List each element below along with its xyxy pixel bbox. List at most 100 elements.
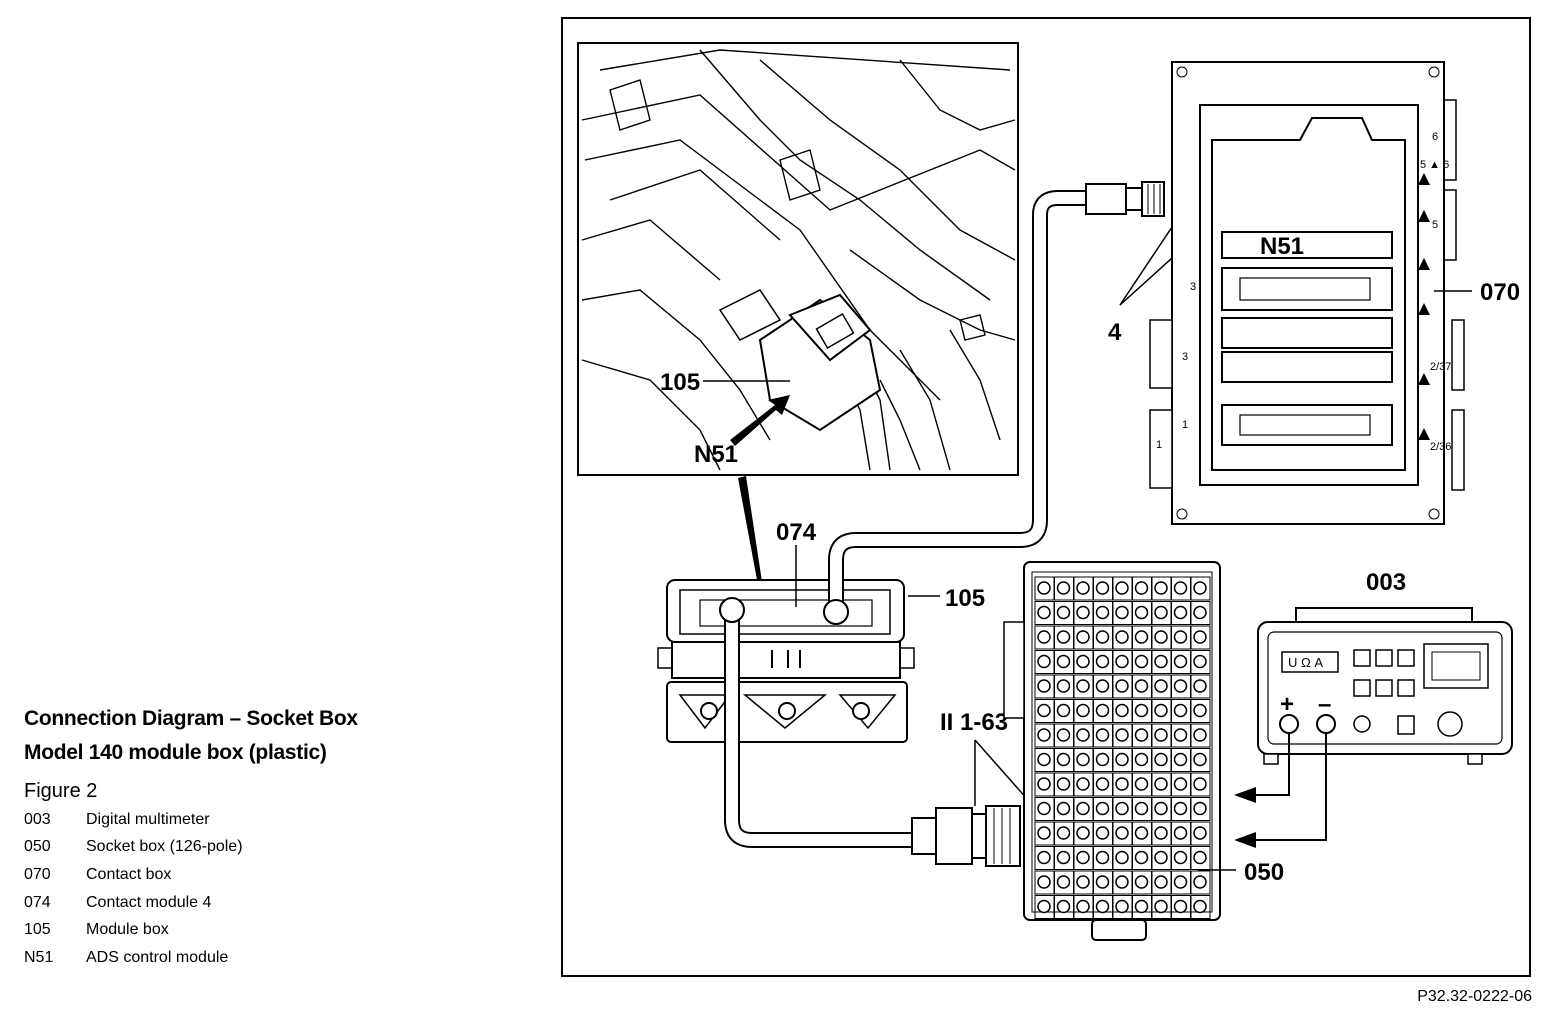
socket — [1095, 630, 1110, 644]
socket — [1076, 630, 1090, 644]
socket — [1154, 703, 1168, 718]
diagram-frame — [561, 17, 1531, 977]
socket-cell — [1190, 601, 1211, 625]
socket — [1076, 850, 1090, 865]
socket — [1095, 875, 1110, 889]
socket — [1037, 703, 1051, 718]
socket — [1173, 875, 1188, 889]
socket — [1076, 777, 1090, 791]
socket — [1076, 581, 1090, 595]
module-box-105: 074 105 — [657, 519, 985, 743]
socket — [1056, 850, 1071, 865]
digital-multimeter-003: U Ω A + – 003 — [1257, 569, 1513, 765]
side-label-right: 2/36 — [1430, 441, 1451, 453]
socket — [1193, 605, 1207, 620]
socket-grid — [1034, 576, 1211, 919]
socket-cell — [1190, 870, 1211, 895]
socket — [1134, 875, 1149, 889]
socket — [1154, 630, 1168, 644]
socket — [1154, 581, 1168, 595]
socket — [1134, 703, 1149, 718]
callout-range: II 1-63 — [940, 709, 1008, 736]
socket — [1115, 679, 1129, 693]
socket — [1037, 777, 1051, 791]
callout-050: 050 — [1244, 859, 1284, 886]
socket — [1115, 581, 1129, 595]
connector-plug-050 — [911, 805, 1021, 867]
socket — [1154, 875, 1168, 889]
socket — [1173, 899, 1188, 914]
side-label-right: 6 — [1432, 131, 1438, 143]
socket — [1173, 703, 1188, 718]
socket — [1037, 752, 1051, 767]
socket — [1173, 826, 1188, 840]
legend-title-line-1: Connection Diagram – Socket Box — [24, 707, 358, 730]
callout-105-inset: 105 — [660, 369, 700, 396]
socket — [1095, 899, 1110, 914]
socket — [1056, 875, 1071, 889]
legend-code: 050 — [24, 838, 51, 856]
socket — [1076, 728, 1090, 742]
test-lead-plus — [1254, 733, 1290, 796]
socket-cell — [1190, 772, 1211, 797]
socket — [1115, 850, 1129, 865]
inset-arrow-icon — [730, 395, 790, 446]
socket — [1076, 826, 1090, 840]
socket — [1056, 728, 1071, 742]
drawing-reference: P32.32-0222-06 — [1417, 988, 1532, 1005]
callout-003: 003 — [1366, 569, 1406, 596]
legend-text: Contact box — [86, 865, 172, 883]
socket-cell — [1190, 576, 1211, 601]
socket-cell — [1190, 625, 1211, 650]
legend-text: Socket box (126-pole) — [86, 838, 243, 856]
socket — [1173, 654, 1188, 669]
socket — [1173, 581, 1188, 595]
socket — [1056, 630, 1071, 644]
socket — [1076, 899, 1090, 914]
socket — [1056, 703, 1071, 718]
socket — [1095, 826, 1110, 840]
socket — [1095, 777, 1110, 791]
contact-box-070: N51 070 3 3 1 1 6 5 ▲ 6 5 2/37 2/36 — [1149, 61, 1520, 525]
socket — [1154, 679, 1168, 693]
socket — [1154, 728, 1168, 742]
socket — [1095, 679, 1110, 693]
socket — [1154, 752, 1168, 767]
socket-cell — [1190, 797, 1211, 821]
arrow-minus-icon — [1234, 832, 1256, 848]
socket — [1154, 801, 1168, 816]
socket — [1173, 679, 1188, 693]
socket — [1076, 703, 1090, 718]
socket — [1056, 801, 1071, 816]
socket — [1056, 679, 1071, 693]
socket — [1037, 875, 1051, 889]
socket — [1037, 899, 1051, 914]
socket — [1037, 605, 1051, 620]
minus-label: – — [1318, 691, 1331, 718]
connector-plug-070 — [1085, 181, 1165, 217]
legend-text: Module box — [86, 921, 169, 939]
side-label-right: 5 — [1432, 219, 1438, 231]
socket — [1115, 875, 1129, 889]
socket — [1173, 605, 1188, 620]
socket — [1115, 801, 1129, 816]
socket — [1115, 777, 1129, 791]
socket — [1134, 752, 1149, 767]
socket — [1193, 801, 1207, 816]
callout-4: 4 — [1108, 319, 1122, 346]
socket — [1076, 605, 1090, 620]
socket — [1193, 752, 1207, 767]
legend-code: N51 — [24, 948, 54, 966]
socket — [1154, 850, 1168, 865]
socket-cell — [1190, 650, 1211, 674]
socket — [1095, 850, 1110, 865]
callout-n51-inset: N51 — [694, 441, 738, 468]
socket — [1115, 630, 1129, 644]
socket-cell — [1190, 723, 1211, 748]
socket — [1193, 777, 1207, 791]
socket-box-050: 050 — [1003, 561, 1284, 941]
socket — [1037, 850, 1051, 865]
